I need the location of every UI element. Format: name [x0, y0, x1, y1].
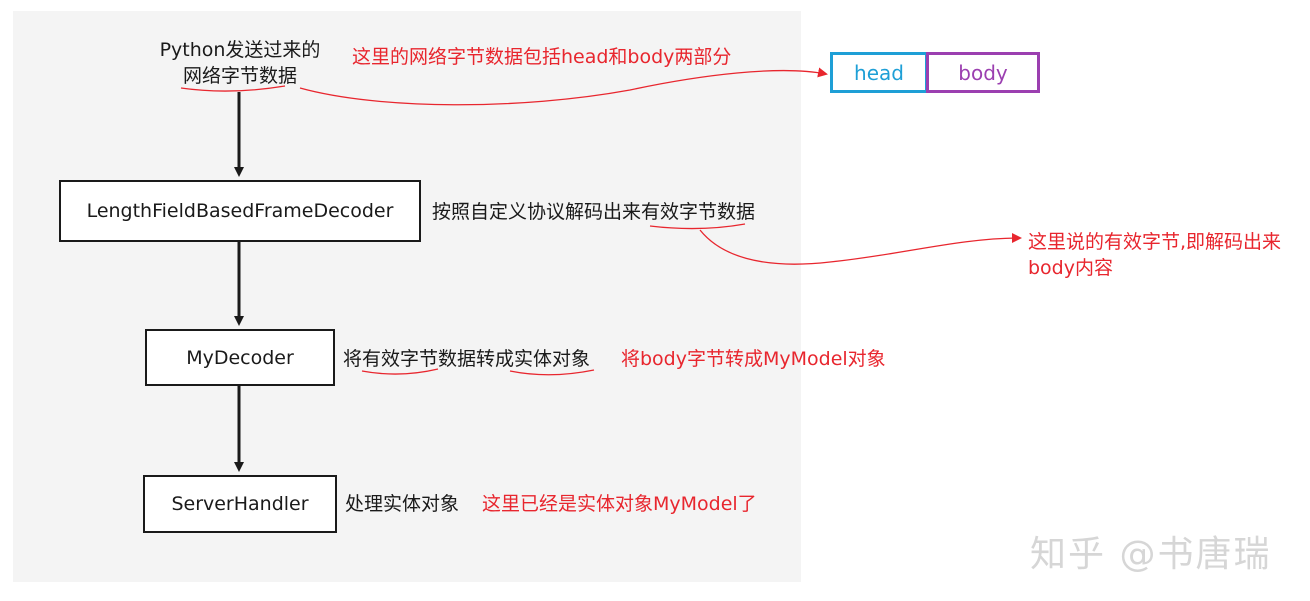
effective-bytes-annotation-line1: 这里说的有效字节,即解码出来: [1028, 231, 1282, 253]
source-underline: [180, 85, 286, 92]
effective-bytes-annotation-line2: body内容: [1028, 257, 1113, 279]
packet-body-box: body: [926, 52, 1040, 93]
decoder2-underline-1: [361, 368, 439, 375]
decoder2-annotation: 将body字节转成MyModel对象: [621, 348, 886, 370]
source-label-line2: 网络字节数据: [182, 65, 297, 87]
watermark: 知乎 @书唐瑞: [1030, 534, 1272, 575]
source-label-line1: Python发送过来的: [159, 39, 321, 61]
source-to-packet-curve: [299, 67, 828, 106]
mydecoder-node: MyDecoder: [145, 329, 335, 386]
serverhandler-node: ServerHandler: [143, 475, 337, 533]
decoder2-description: 将有效字节数据转成实体对象: [343, 348, 591, 370]
effective-underline: [649, 223, 746, 230]
source-annotation: 这里的网络字节数据包括head和body两部分: [352, 46, 732, 68]
length-field-decoder-node: LengthFieldBasedFrameDecoder: [59, 180, 421, 242]
decoder1-description: 按照自定义协议解码出来有效字节数据: [432, 201, 756, 223]
decoder2-underline-2: [509, 369, 595, 376]
handler-description: 处理实体对象: [345, 493, 460, 515]
effective-to-note-curve: [699, 229, 1022, 265]
handler-annotation: 这里已经是实体对象MyModel了: [482, 493, 757, 515]
